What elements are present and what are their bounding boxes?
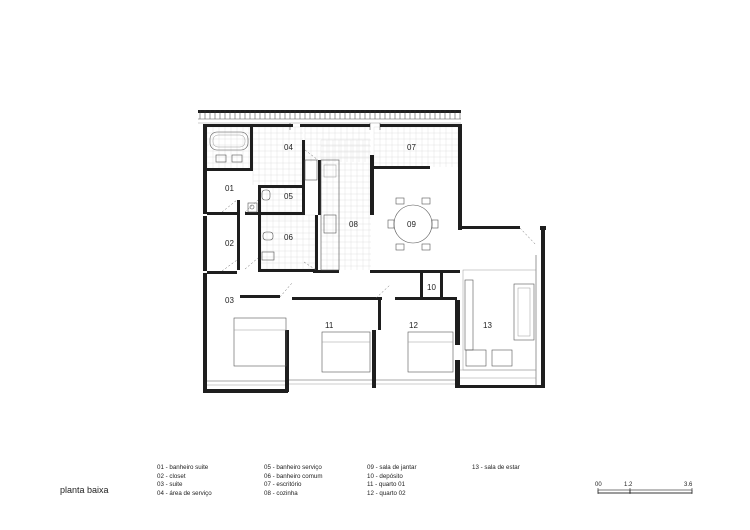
legend-item: 01 - banheiro suite	[157, 464, 209, 471]
drawing-title: planta baixa	[60, 485, 109, 495]
legend-column-1: 01 - banheiro suite 02 - closet 03 - sui…	[157, 464, 212, 498]
windows	[207, 255, 537, 386]
walls	[203, 124, 546, 393]
legend-item: 04 - área de serviço	[157, 489, 212, 497]
legend-item: 11 - quarto 01	[367, 481, 406, 489]
scale-bar	[597, 488, 693, 494]
door-swings	[221, 149, 537, 299]
room-07: 07	[407, 143, 416, 152]
scale-label-end: 3.6	[684, 482, 693, 488]
room-09: 09	[407, 220, 416, 229]
legend-item: 03 - suite	[157, 481, 183, 489]
room-05: 05	[284, 192, 293, 201]
tiled-areas	[206, 126, 459, 270]
legend-item: 06 - banheiro comum	[264, 472, 323, 480]
legend-item: 09 - sala de jantar	[367, 464, 417, 471]
room-12: 12	[409, 321, 418, 330]
top-pergola	[198, 110, 461, 130]
legend-column-3: 09 - sala de jantar 10 - depósito 11 - q…	[367, 464, 417, 498]
scale-label-mid: 1.2	[624, 482, 633, 488]
room-04: 04	[284, 143, 293, 152]
room-02: 02	[225, 239, 234, 248]
room-03: 03	[225, 296, 234, 305]
legend-item: 08 - cozinha	[264, 489, 298, 497]
legend-item: 07 - escritório	[264, 481, 302, 489]
room-06: 06	[284, 233, 293, 242]
room-11: 11	[325, 321, 334, 330]
legend-column-2: 05 - banheiro serviço 06 - banheiro comu…	[264, 464, 322, 498]
fixtures	[209, 131, 537, 373]
legend-item: 10 - depósito	[367, 472, 403, 480]
legend-column-4: 13 - sala de estar	[472, 464, 520, 473]
room-10: 10	[427, 283, 436, 292]
scale-label-start: 00	[595, 482, 602, 488]
room-13: 13	[483, 321, 492, 330]
legend-item: 05 - banheiro serviço	[264, 464, 322, 471]
legend-item: 02 - closet	[157, 472, 186, 480]
room-01: 01	[225, 184, 234, 193]
room-labels: 01 02 03 04 05 06 07 08 09 10 11 12 13	[225, 143, 492, 330]
room-08: 08	[349, 220, 358, 229]
legend-item: 13 - sala de estar	[472, 464, 520, 471]
legend-item: 12 - quarto 02	[367, 489, 406, 497]
